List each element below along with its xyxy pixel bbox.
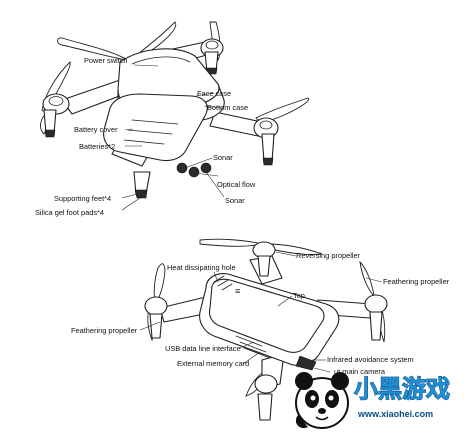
top-sonar-1 bbox=[176, 162, 188, 174]
bottom-leg-front bbox=[257, 393, 273, 421]
bottom-motor-front bbox=[254, 374, 278, 394]
bottom-propeller-back-right bbox=[265, 243, 323, 255]
label-battery-cover: Battery cover bbox=[74, 125, 118, 134]
label-sonar-2: Sonar bbox=[225, 196, 245, 205]
label-reversing-propeller: Reversing propeller bbox=[296, 251, 361, 260]
bottom-motor-right bbox=[364, 294, 388, 314]
label-optical-flow: Optical flow bbox=[217, 180, 256, 189]
top-optical-flow bbox=[188, 166, 200, 178]
top-sonar-2 bbox=[200, 162, 212, 174]
label-bottom-case: Bottom case bbox=[207, 103, 248, 112]
bottom-propeller-left-top bbox=[153, 263, 166, 306]
logo-url: www.xiaohei.com bbox=[357, 409, 433, 419]
label-heat-dissipating-hole: Heat dissipating hole bbox=[167, 263, 236, 272]
bottom-leg-back bbox=[257, 255, 271, 277]
panda-mascot-icon bbox=[295, 372, 349, 429]
top-battery-cover bbox=[103, 93, 208, 162]
bottom-drone-illustration: ≡ bbox=[144, 238, 388, 421]
label-batteries: Batteries*2 bbox=[79, 142, 115, 151]
svg-text:≡: ≡ bbox=[235, 286, 240, 296]
top-foot-pad-left bbox=[44, 129, 56, 138]
xiaohei-watermark-logo: 小黑游戏 www.xiaohei.com bbox=[295, 372, 451, 429]
label-main-camera: ut main camera bbox=[334, 367, 386, 376]
top-foot-pad-front bbox=[134, 189, 148, 199]
label-feathering-propeller-left: Feathering propeller bbox=[71, 326, 138, 335]
logo-title: 小黑游戏 bbox=[354, 375, 450, 403]
label-top: Top bbox=[293, 291, 305, 300]
bottom-labels: Heat dissipating hole Reversing propelle… bbox=[71, 251, 450, 376]
bottom-propeller-back-left bbox=[199, 238, 263, 247]
bottom-heat-vent bbox=[213, 275, 233, 291]
top-propeller-upper-left bbox=[57, 37, 129, 61]
bottom-propeller-right-top bbox=[359, 260, 375, 298]
bottom-camera bbox=[295, 355, 317, 371]
bottom-leg-left bbox=[149, 313, 163, 339]
bottom-leader-lines bbox=[139, 251, 383, 373]
top-arm-front-right bbox=[209, 111, 263, 137]
label-supporting-feet: Supporting feet*4 bbox=[54, 194, 111, 203]
label-infrared-system: Infrared avoidance system bbox=[327, 355, 414, 364]
label-foot-pads: Silica gel foot pads*4 bbox=[35, 208, 104, 217]
top-foot-pad-right bbox=[262, 157, 274, 166]
top-leader-lines bbox=[121, 64, 225, 211]
bottom-motor-left bbox=[144, 296, 168, 316]
top-labels: Power switch Face case Bottom case Batte… bbox=[35, 56, 256, 217]
label-face-case: Face case bbox=[197, 89, 231, 98]
bottom-top-cover bbox=[208, 278, 325, 353]
label-memory-card: External memory card bbox=[177, 359, 249, 368]
label-feathering-propeller-right: Feathering propeller bbox=[383, 277, 450, 286]
label-usb-interface: USB data line interface bbox=[165, 344, 241, 353]
bottom-leg-right bbox=[369, 311, 383, 341]
label-sonar-1: Sonar bbox=[213, 153, 233, 162]
label-power-switch: Power switch bbox=[84, 56, 128, 65]
top-drone-illustration bbox=[40, 21, 310, 199]
